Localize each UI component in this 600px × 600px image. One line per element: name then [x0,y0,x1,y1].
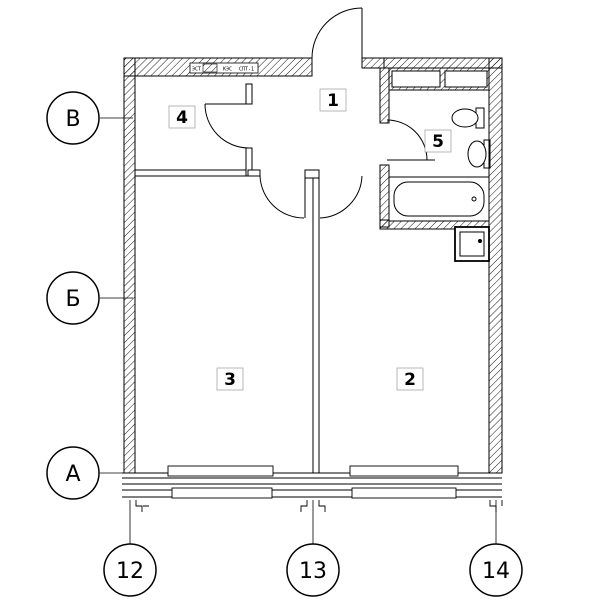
room-label-1: 1 [319,88,347,112]
svg-text:СПТ-1: СПТ-1 [239,67,254,73]
svg-text:В: В [65,107,80,132]
axis-bubble-col-13: 13 [286,543,340,597]
svg-text:12: 12 [116,559,144,584]
walls [123,57,503,474]
axis-bubble-row-v: В [46,91,100,145]
axis-bubble-row-b: Б [46,271,100,325]
room-label-3: 3 [216,367,244,391]
svg-text:5: 5 [432,132,444,152]
svg-text:13: 13 [299,559,327,584]
axis-bubble-col-12: 12 [103,543,157,597]
room-label-5: 5 [424,129,452,153]
svg-text:ЭСТ: ЭСТ [192,67,201,73]
axis-bubble-col-14: 14 [469,543,523,597]
doors [204,7,435,219]
room-label-2: 2 [396,367,424,391]
svg-text:1: 1 [327,91,339,111]
electrical-panel: ЭСТ КЭС СПТ-1 [189,62,259,74]
room-label-4: 4 [168,105,196,129]
axis-bubble-row-a: А [46,446,100,500]
svg-text:14: 14 [482,559,510,584]
svg-text:Б: Б [65,287,80,312]
svg-text:А: А [65,462,80,487]
window-bay [122,465,503,512]
bathroom-fixtures [388,107,491,262]
svg-text:3: 3 [224,370,236,390]
svg-text:2: 2 [404,370,416,390]
svg-text:КЭС: КЭС [223,67,232,73]
svg-text:4: 4 [176,108,188,128]
